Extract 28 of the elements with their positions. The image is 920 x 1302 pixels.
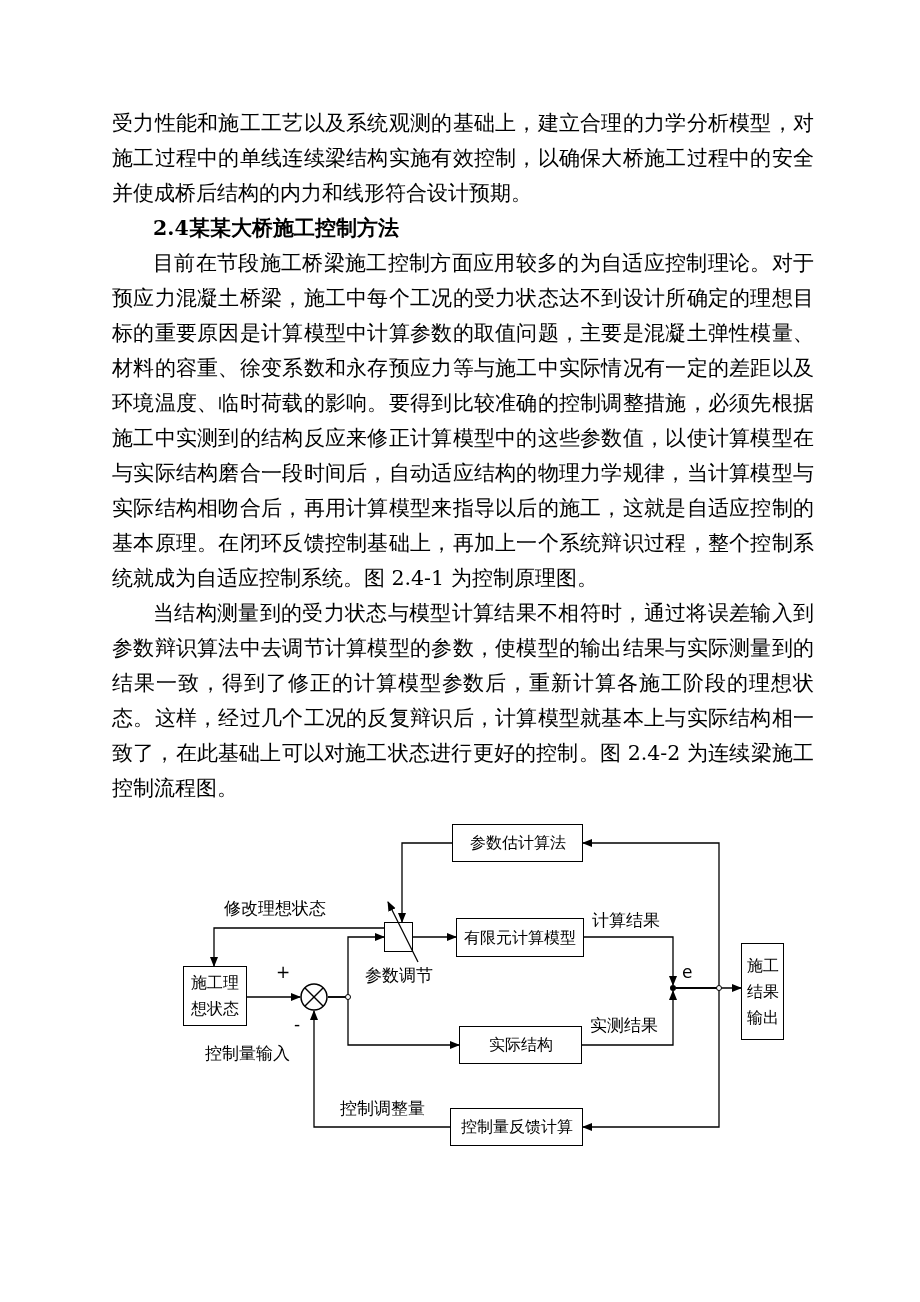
edge-label: 实测结果	[590, 1015, 658, 1035]
arrow	[398, 842, 453, 923]
process-box: 控制量反馈计算	[450, 1108, 583, 1146]
input-label: 控制量输入	[205, 1043, 290, 1063]
adjuster-box	[384, 922, 413, 952]
paragraph: 目前在节段施工桥梁施工控制方面应用较多的为自适应控制理论。对于预应力混凝土桥梁，施工中每个工况的受力状态达不到设计所确定的理想目标的重要原因是计算模型中计算参数的取值问题，主要是混凝土弹性模量、材料的容重、徐变系数和永存预应力等与施工中实际情况有一定的差距以及环境温度、临时荷载的影响。要得到比较准确的控制调整措施，必须先根据施工中实测到的结构反应来修正计算模型中的这些参数值，以使计算模型在与实际结构磨合一段时间后，自动适应结构的物理力学规律，当计算模型与实际结构相吻合后，再用计算模型来指导以后的施工，这就是自适应控制的基本原理。在闭环反馈控制基础上，再加上一个系统辩识过程，整个控制系统就成为自适应控制系统。图 2.4-1 为控制原理图。	[112, 250, 814, 592]
edge-label: 修改理想状态	[224, 898, 326, 918]
paragraph: 受力性能和施工工艺以及系统观测的基础上，建立合理的力学分析模型，对施工过程中的单线连续梁结构实施有效控制，以确保大桥施工过程中的安全并使成桥后结构的内力和线形符合设计预期。	[112, 110, 814, 207]
junction-point	[670, 985, 676, 991]
process-box: 参数估计算法	[452, 824, 583, 862]
arrow	[310, 1010, 451, 1128]
output-box: 施工结果输出	[741, 943, 784, 1040]
arrow	[412, 933, 457, 941]
arrow	[327, 996, 460, 1049]
paragraph: 当结构测量到的受力状态与模型计算结果不相符时，通过将误差输入到参数辩识算法中去调节计算模型的参数，使模型的输出结果与实际测量到的结果一致，得到了修正的计算模型参数后，重新计算各施工阶段的理想状态。这样，经过几个工况的反复辩识后，计算模型就基本上与实际结构相一致了，在此基础上可以对施工状态进行更好的控制。图 2.4-2 为连续梁施工控制流程图。	[112, 600, 814, 802]
process-box: 有限元计算模型	[456, 918, 584, 957]
arrow	[246, 993, 301, 1001]
arrow	[582, 987, 720, 1131]
arrow	[581, 990, 677, 1046]
edge-label: 控制调整量	[340, 1098, 425, 1118]
arrow	[583, 936, 677, 986]
node-caption: 参数调节	[365, 965, 433, 985]
arrow	[210, 927, 385, 967]
section-heading: 2.4某某大桥施工控制方法	[152, 215, 399, 242]
summing-junction	[300, 983, 328, 1011]
edge-label: 计算结果	[592, 910, 660, 930]
process-box: 实际结构	[459, 1026, 582, 1064]
process-box: 施工理想状态	[183, 966, 247, 1026]
